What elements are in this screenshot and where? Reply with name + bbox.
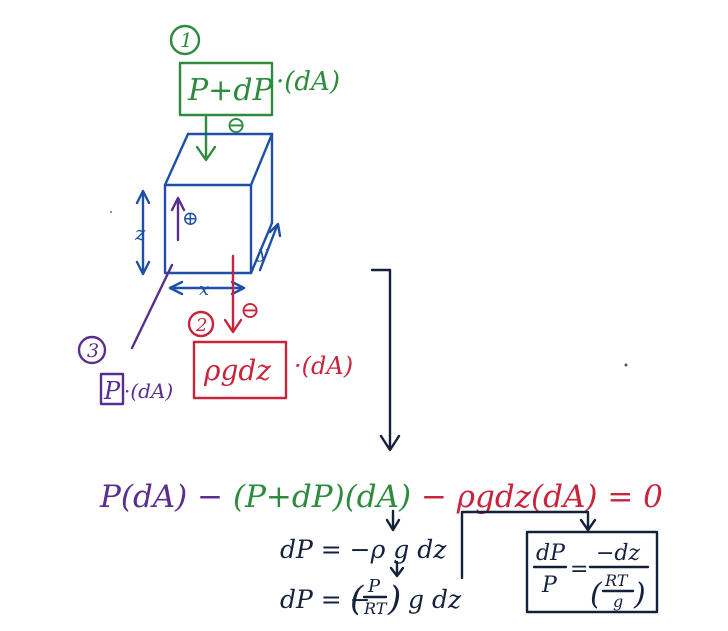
number-2: 2	[195, 315, 207, 336]
result-box	[525, 530, 659, 614]
main-eq-part-3: − ρgdz(dA) = 0	[411, 479, 663, 515]
left-area-label: ·(dA)	[124, 379, 173, 403]
result-frac2-paren-r: )	[633, 577, 646, 612]
step-2-rt: RT	[363, 599, 388, 618]
top-sign: ⊖	[226, 111, 246, 139]
result-frac2-rt: RT	[604, 571, 629, 590]
top-force-label: P+dP	[187, 73, 274, 108]
label3-leader	[130, 263, 174, 350]
y-axis-arrow	[258, 224, 279, 272]
mid-area-label: ·(dA)	[294, 352, 353, 380]
mid-force-box	[192, 340, 288, 400]
step-2-paren-left: (	[350, 579, 364, 619]
step-2-p: P	[367, 576, 381, 597]
step-1-equation: dP = −ρ g dz	[280, 535, 447, 564]
top-area-label: ·(dA)	[276, 67, 340, 97]
main-equation: P(dA) − (P+dP)(dA) − ρgdz(dA) = 0	[99, 479, 663, 515]
cube-sign: ⊕	[182, 206, 199, 230]
top-force-box	[178, 61, 274, 117]
result-connector	[460, 510, 590, 580]
main-eq-part-2: (P+dP)(dA)	[233, 479, 411, 515]
mid-force-label: ρgdz	[203, 354, 271, 387]
y-axis-label: y	[257, 242, 269, 263]
left-force-box	[99, 372, 125, 406]
number-circle-1	[169, 24, 201, 56]
step-2-paren-right: )	[387, 579, 401, 619]
fluid-element-cube	[163, 132, 274, 275]
connector-bracket	[370, 268, 392, 450]
result-frac2-paren-l: (	[590, 577, 603, 612]
x-axis-label: x	[199, 279, 209, 300]
step-2-rhs: g dz	[408, 585, 462, 614]
main-eq-part-1: P(dA) −	[99, 479, 233, 515]
result-frac2-g: g	[613, 592, 623, 611]
number-circle-3	[77, 335, 107, 365]
result-frac1-num: dP	[536, 541, 566, 566]
left-force-label: P	[103, 377, 121, 405]
number-1: 1	[180, 28, 193, 52]
result-frac2-num: −dz	[596, 541, 641, 566]
z-axis-label: z	[134, 221, 146, 245]
step-2-lhs: dP = −	[280, 585, 371, 614]
result-frac1-den: P	[541, 573, 558, 598]
mid-sign: ⊖	[240, 296, 260, 324]
result-equals: =	[570, 557, 588, 582]
top-force-arrowhead	[195, 145, 217, 162]
stray-dot-2	[110, 211, 112, 213]
number-3: 3	[87, 340, 99, 362]
number-circle-2	[187, 310, 215, 338]
stray-dot-1	[624, 363, 628, 367]
